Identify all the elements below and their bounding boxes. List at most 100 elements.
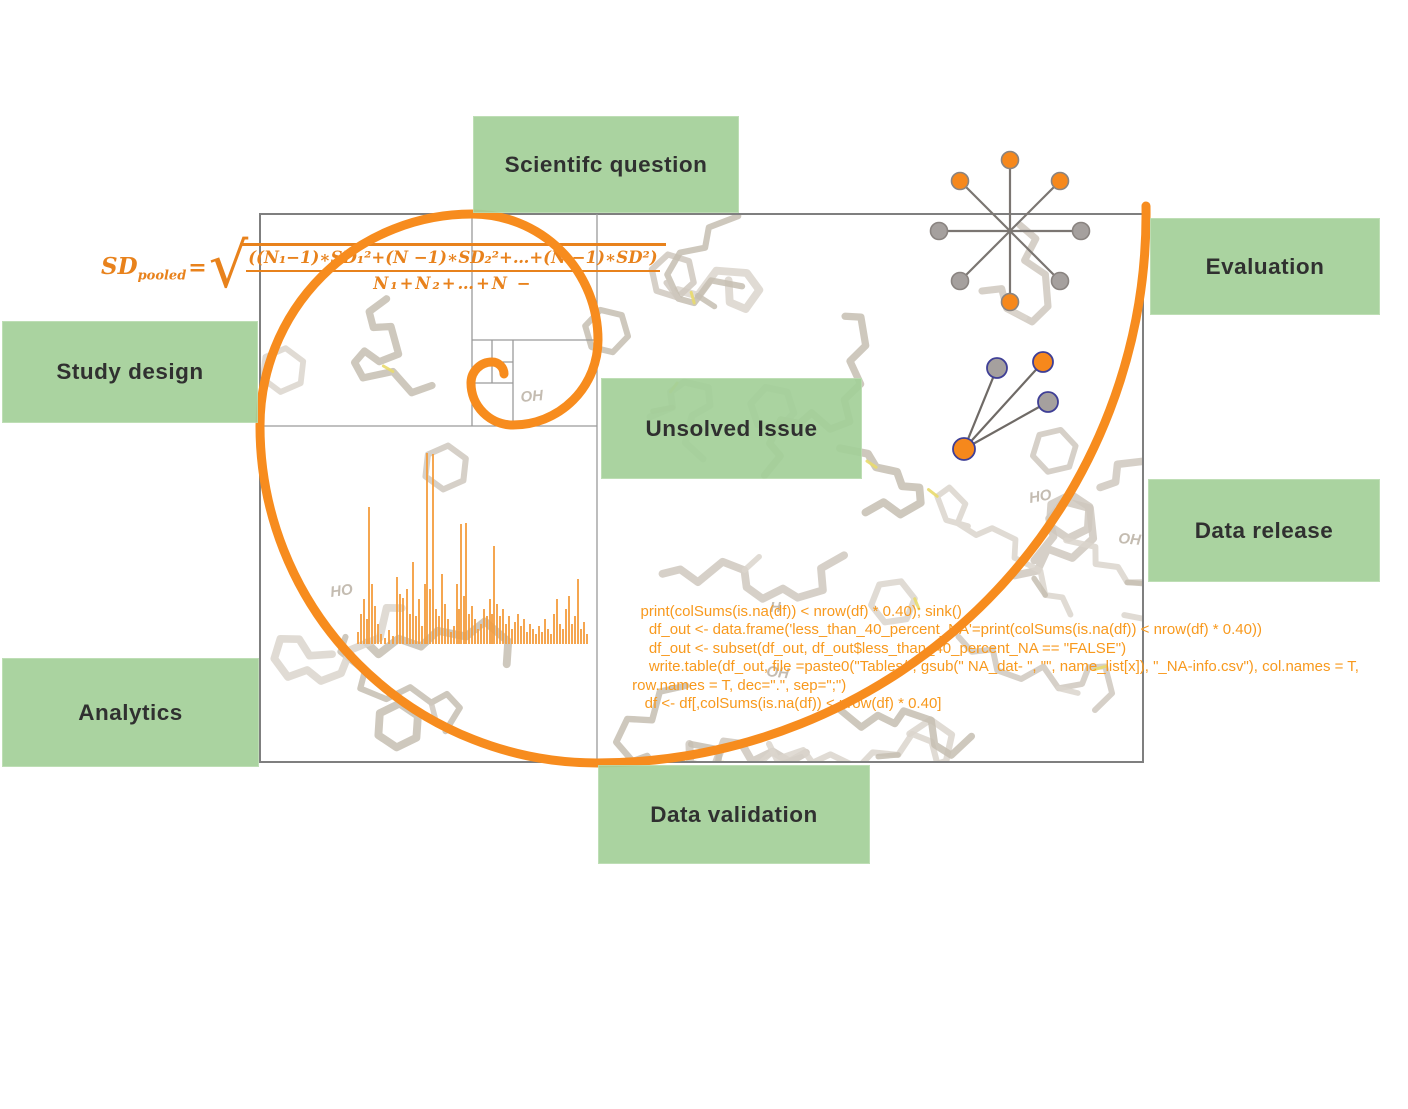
molecule-stick (1029, 426, 1079, 475)
spectrum-peak (550, 634, 552, 644)
molecule-stick (874, 796, 894, 799)
molecule-stick (1096, 457, 1142, 492)
spectrum-peak (526, 632, 528, 644)
spectrum-peak (360, 614, 362, 644)
fan-network-diagram (952, 351, 1059, 461)
molecule-stick (721, 760, 724, 761)
spectrum-peak (435, 609, 437, 644)
spectrum-peak (432, 454, 434, 644)
network-edge (1009, 180, 1061, 232)
molecule-stick (741, 553, 762, 573)
spectrum-peak (371, 584, 373, 644)
spectrum-peak (418, 599, 420, 644)
network-node-gray (1050, 271, 1070, 291)
equals-sign: = (188, 255, 207, 281)
spectrum-peak (424, 584, 426, 644)
molecule-stick (875, 752, 901, 760)
spectrum-peak (380, 634, 382, 644)
spectrum-peak (477, 629, 479, 644)
spectrum-peak (556, 599, 558, 644)
network-node-orange (1050, 171, 1070, 191)
molecule-stick (927, 488, 939, 498)
spectrum-peak (409, 614, 411, 644)
formula-numerator: ((N₁−1)∗SD₁²+(N −1)∗SD₂²+…+(N −1)∗SD²) (246, 248, 660, 272)
spectrum-peak (450, 632, 452, 644)
formula-sd: SD (101, 252, 138, 280)
spectrum-peak (523, 619, 525, 644)
spectrum-peak (493, 546, 495, 644)
spectrum-peak (480, 624, 482, 644)
spectrum-peak (547, 629, 549, 644)
formula-denominator: N₁+N₂+…+N − (373, 274, 533, 293)
code-line: df_out <- data.frame('less_than_40_perce… (628, 621, 1262, 639)
spectrum-peak (447, 619, 449, 644)
spectrum-peak (489, 599, 491, 644)
network-edge (962, 367, 999, 450)
spectrum-peak (486, 616, 488, 644)
molecule-atom-label: HO (329, 581, 354, 601)
spectrum-peak (505, 624, 507, 644)
network-edge (959, 180, 1011, 232)
formula-subscript: pooled (137, 268, 187, 284)
molecule-stick (582, 306, 632, 356)
network-node-orange (1000, 150, 1020, 170)
molecule-stick (270, 603, 406, 685)
spectrum-peak (571, 624, 573, 644)
spectrum-peak (517, 614, 519, 644)
network-node-gray (986, 357, 1008, 379)
molecule-stick (1124, 579, 1142, 587)
network-node-gray (1071, 221, 1091, 241)
spectrum-peak (444, 604, 446, 644)
network-node-orange (1032, 351, 1054, 373)
spectrum-peak (363, 599, 365, 644)
spectrum-peak (396, 577, 398, 644)
mass-spectrum (357, 453, 588, 644)
spectrum-peak (377, 624, 379, 644)
molecule-stick (374, 699, 422, 752)
spectrum-peak (580, 629, 582, 644)
spectrum-peak (496, 604, 498, 644)
spectrum-peak (366, 619, 368, 644)
network-node-orange (1000, 292, 1020, 312)
spectrum-peak (441, 574, 443, 644)
spectrum-peak (438, 616, 440, 644)
spectrum-peak (456, 584, 458, 644)
spectrum-peak (568, 596, 570, 644)
spectrum-peak (491, 614, 493, 644)
spectrum-peak (402, 598, 404, 644)
spectrum-peak (586, 634, 588, 644)
spectrum-peak (458, 609, 460, 644)
code-line: write.table(df_out, file =paste0("Tables… (628, 658, 1359, 676)
spectrum-peak (468, 614, 470, 644)
spectrum-peak (384, 638, 386, 644)
spectrum-peak (406, 589, 408, 644)
formula-fraction: ((N₁−1)∗SD₁²+(N −1)∗SD₂²+…+(N −1)∗SD²) N… (240, 243, 666, 293)
spectrum-peak (508, 616, 510, 644)
spectrum-peak (399, 594, 401, 644)
spectrum-peak (412, 562, 414, 644)
star-network-diagram (929, 150, 1091, 312)
code-line: print(colSums(is.na(df)) < nrow(df) * 0.… (628, 603, 962, 620)
spectrum-peak (499, 616, 501, 644)
r-code-snippet: print(colSums(is.na(df)) < nrow(df) * 0.… (628, 603, 1359, 713)
spectrum-peak (392, 636, 394, 644)
molecule-stick (646, 378, 714, 463)
spectrum-peak (511, 629, 513, 644)
spectrum-peak (532, 629, 534, 644)
spectrum-peak (565, 609, 567, 644)
molecule-stick (350, 295, 436, 397)
spectrum-peak (553, 614, 555, 644)
network-node-source (952, 437, 976, 461)
network-node-gray (929, 221, 949, 241)
spectrum-peak (514, 622, 516, 644)
spectrum-peak (502, 609, 504, 644)
sd-pooled-formula: SDpooled = √ ((N₁−1)∗SD₁²+(N −1)∗SD₂²+…+… (101, 235, 666, 297)
spectrum-peak (538, 626, 540, 644)
spectrum-peak (574, 616, 576, 644)
spectrum-peak (559, 624, 561, 644)
molecule-stick (836, 444, 925, 519)
fibonacci-subdivision-lines (260, 214, 598, 762)
spectrum-peak (388, 630, 390, 644)
